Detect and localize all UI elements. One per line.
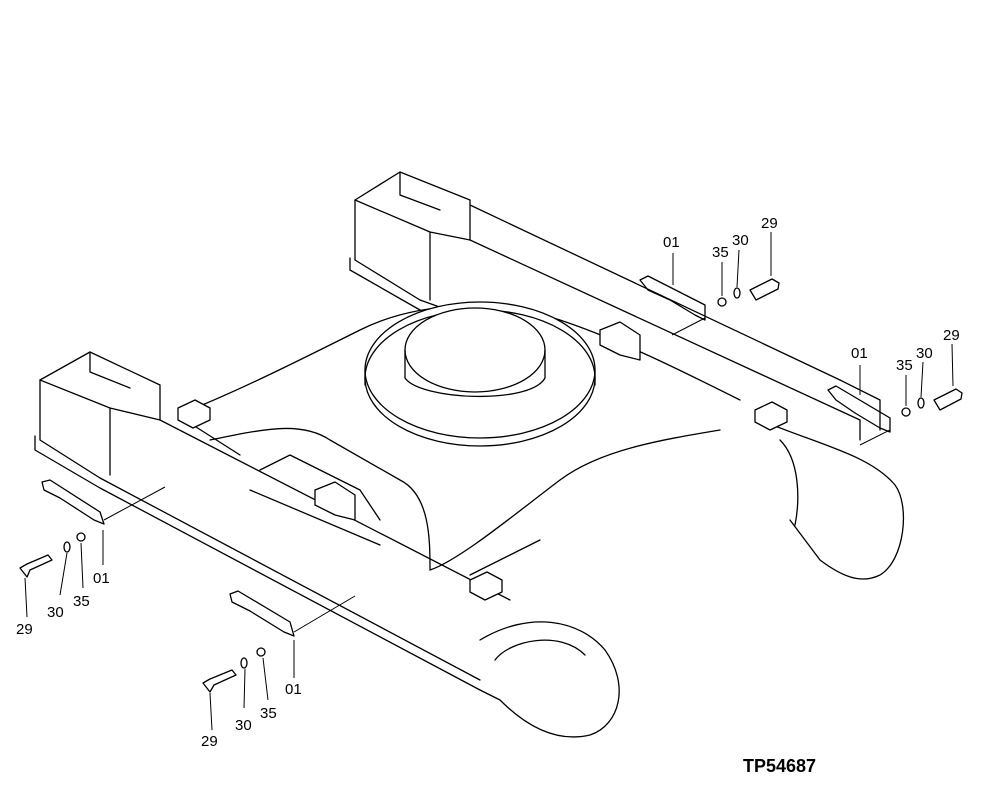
callout-top-right-bolt: 29 [761, 215, 778, 232]
callout-left-bracket: 01 [93, 570, 110, 587]
washer-35 [901, 407, 911, 417]
guard-bracket [639, 275, 706, 321]
bracket-assembly-right [827, 343, 963, 446]
bracket-assembly-bottom [202, 590, 356, 731]
callout-right-washer-b: 30 [916, 345, 933, 362]
guard-bracket [41, 479, 105, 525]
guard-bracket [229, 590, 295, 637]
callout-left-bolt: 29 [16, 621, 33, 638]
guard-bracket [827, 385, 891, 433]
callout-top-right-washer-b: 30 [732, 232, 749, 249]
track-frame-front [34, 351, 620, 738]
washer-30 [63, 541, 71, 553]
washer-30 [733, 287, 741, 299]
bracket-assembly-top-right [639, 232, 780, 336]
callout-bottom-bolt: 29 [201, 733, 218, 750]
washer-35 [256, 647, 266, 657]
callout-right-bolt: 29 [943, 327, 960, 344]
washer-35 [717, 297, 727, 307]
drawing-id-label: TP54687 [743, 756, 816, 776]
callout-right-bracket: 01 [851, 345, 868, 362]
callout-bottom-washer-a: 35 [260, 705, 277, 722]
callout-left-washer-b: 30 [47, 604, 64, 621]
callout-top-right-bracket: 01 [663, 234, 680, 251]
callout-bottom-bracket: 01 [285, 681, 302, 698]
bolt-29 [933, 388, 963, 411]
bracket-assembly-left [19, 479, 166, 618]
swing-bearing [364, 301, 596, 447]
bolt-29 [749, 278, 780, 301]
washer-30 [240, 657, 248, 669]
callout-labels: 01 35 30 29 01 35 30 29 01 35 30 29 01 3… [16, 215, 960, 750]
callout-right-washer-a: 35 [896, 357, 913, 374]
callout-left-washer-a: 35 [73, 593, 90, 610]
washer-35 [76, 532, 86, 542]
callout-bottom-washer-b: 30 [235, 717, 252, 734]
bolt-29 [19, 554, 53, 578]
washer-30 [917, 397, 925, 409]
stop-blocks [177, 321, 788, 601]
bolt-29 [202, 669, 237, 693]
callout-top-right-washer-a: 35 [712, 244, 729, 261]
